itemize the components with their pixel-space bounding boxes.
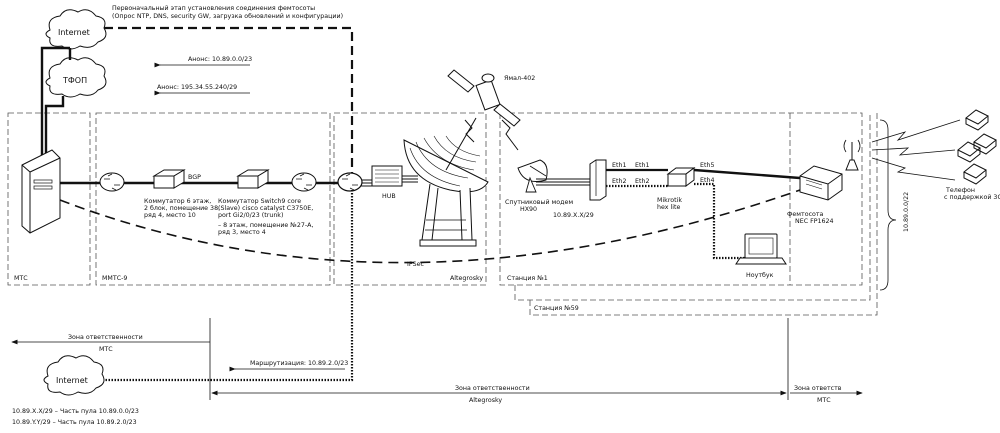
laptop-icon: [735, 233, 787, 265]
resp-alte-title: Зона ответственности: [455, 385, 530, 392]
resp-mts-right-sub: МТС: [817, 397, 831, 404]
ipsec-tunnel: [59, 189, 801, 264]
internet-top-label: Internet: [58, 28, 90, 37]
switch-2-icon: [236, 169, 270, 189]
phone-icon-1: [965, 109, 989, 131]
zone-outer-outline: [529, 113, 878, 316]
top-note-line1: Первоначальный этап установления соедине…: [112, 4, 315, 12]
eth2-a-label: Eth2: [612, 178, 626, 185]
satellite-label: Ямал-402: [504, 75, 535, 82]
zone-mts-label: МТС: [14, 275, 28, 282]
initial-stage-route: [104, 26, 354, 178]
phone-label-1: с поддержкой 3G: [944, 193, 1000, 201]
routing-path: [104, 190, 354, 382]
modem-ip-label: 10.89.X.X/29: [553, 212, 594, 219]
dish-modem-link: [536, 178, 590, 186]
switch2-desc-4: ряд 3, место 4: [218, 229, 266, 236]
modem-label-1: HX90: [520, 206, 537, 213]
eth1-a-label: Eth1: [612, 162, 626, 169]
hub-icon: [371, 165, 403, 187]
phone-icon-3: [973, 133, 997, 155]
switch1-desc-1: 2 блок, помещение 38,: [144, 204, 220, 212]
zone-altegrosky-label: Altegrosky: [450, 275, 483, 282]
femto-label-1: NEC FP1624: [795, 218, 834, 225]
laptop-label: Ноутбук: [746, 271, 774, 279]
anons1-text: Анонс: 10.89.0.0/23: [188, 56, 252, 63]
zone-station1-label: Станция №1: [507, 275, 548, 282]
mikrotik-icon: [666, 167, 696, 187]
zone-mmts9-label: ММТС-9: [102, 275, 127, 282]
eth2-b-label: Eth2: [635, 178, 649, 185]
modem-box-icon: [589, 159, 607, 201]
radio-link-2: [871, 147, 956, 156]
femtocell-icon: [799, 165, 843, 201]
zone-station59-outline: [514, 113, 871, 301]
satellite-dish-large: [403, 117, 489, 247]
eth1-b-label: Eth1: [635, 162, 649, 169]
mikrotik-label-0: Mikrotik: [657, 197, 682, 204]
link-eth5: [693, 168, 801, 180]
router-1: [99, 172, 125, 192]
phone-icon-4: [963, 163, 987, 185]
tfop-cloud: ТФОП: [45, 57, 107, 98]
tfop-label: ТФОП: [62, 76, 87, 85]
resp-mts-right-title: Зона ответств: [794, 385, 842, 392]
modem-label-0: Спутниковый модем: [505, 198, 573, 206]
uplink-zigzag-left: [464, 119, 475, 143]
mikrotik-label-1: hex lite: [657, 204, 680, 211]
hub-dish-link: [402, 175, 418, 183]
net-brace: [879, 119, 897, 291]
radio-link-1: [871, 119, 961, 143]
phone-icon-2: [957, 141, 981, 163]
vertical-net-label: 10.89.0.0/22: [903, 192, 910, 232]
downlink-zigzag-right: [501, 119, 519, 151]
resp-mts-left-sub: МТС: [99, 346, 113, 353]
switch2-desc-2: port Gi2/0/23 (trunk): [218, 212, 283, 219]
phone-label-0: Телефон: [945, 187, 975, 194]
antenna-icon: [843, 139, 861, 171]
anons2-text: Анонс: 195.34.55.240/29: [157, 84, 237, 91]
resp-alte-sub: Altegrosky: [469, 397, 502, 404]
switch1-desc-0: Коммутатор 6 этаж,: [144, 198, 211, 205]
satellite-icon: [447, 69, 521, 127]
legend-line1: 10.89.X.X/29 – Часть пула 10.89.0.0/23: [12, 408, 139, 415]
internet-bottom-label: Internet: [56, 376, 88, 385]
link-eth4: [694, 182, 748, 260]
hub-label: HUB: [382, 193, 396, 200]
radio-link-3: [871, 157, 956, 181]
switch2-desc-3: – 8 этаж, помещение №27-А,: [218, 222, 313, 229]
switch2-desc-0: Коммутатор Switch9 core: [218, 198, 301, 205]
switch-1-icon: [152, 169, 186, 189]
zone-mts: [7, 112, 91, 286]
internet-top-cloud: Internet: [45, 9, 107, 50]
top-note-line2: (Опрос NTP, DNS, security GW, загрузка о…: [112, 12, 343, 20]
switch1-desc-2: ряд 4, место 10: [144, 212, 196, 219]
bgp-label: BGP: [188, 174, 201, 181]
zone-mmts9: [95, 112, 331, 286]
femto-label-0: Фемтосота: [787, 211, 824, 218]
routing-text: Маршрутизация: 10.89.2.0/23: [250, 360, 348, 367]
link-internet-server: [40, 46, 72, 160]
link-tfop-server: [44, 96, 65, 160]
router-3: [337, 172, 363, 192]
ipsec-label: IPSec: [407, 261, 425, 268]
zone-station1: [499, 112, 863, 286]
router-2: [291, 172, 317, 192]
internet-bottom-cloud: Internet: [43, 355, 105, 396]
satellite-dish-small: [517, 159, 548, 193]
legend-line2: 10.89.Y.Y/29 – Часть пула 10.89.2.0/23: [12, 419, 137, 426]
zone-altegrosky: [333, 112, 487, 286]
switch2-desc-1: (Slave) cisco catalyst C3750E,: [218, 205, 313, 212]
zone-station59-label: Станция №59: [534, 305, 579, 312]
resp-mts-left-title: Зона ответственности: [68, 334, 143, 341]
eth5-label: Eth5: [700, 162, 714, 169]
mts-server: [21, 149, 61, 234]
eth4-label: Eth4: [700, 177, 714, 184]
